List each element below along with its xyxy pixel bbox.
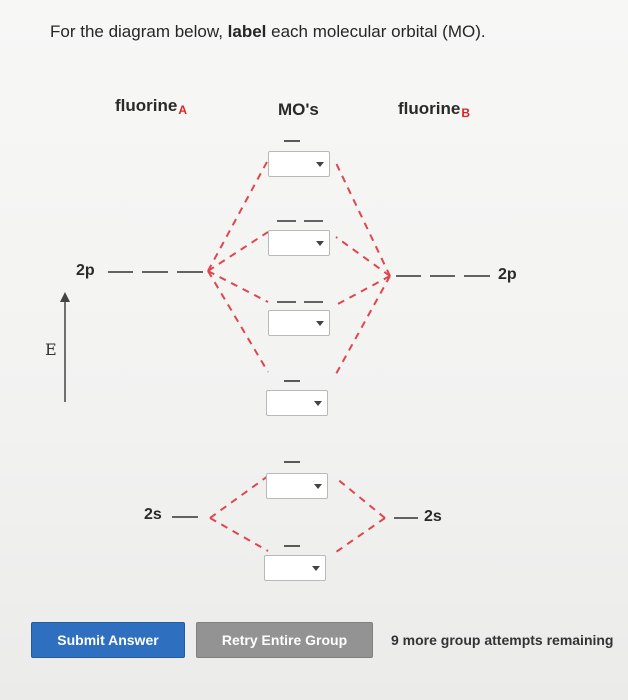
- question-suffix: each molecular orbital (MO).: [271, 22, 486, 41]
- energy-axis-arrow: [60, 292, 70, 402]
- mo-dropdown-2[interactable]: [268, 230, 330, 256]
- atom-b-subscript: B: [461, 106, 471, 120]
- mo-dropdown-5[interactable]: [266, 473, 328, 499]
- attempts-remaining: 9 more group attempts remaining: [391, 632, 614, 648]
- mo-dropdown-4[interactable]: [266, 390, 328, 416]
- atom-a-subscript: A: [178, 103, 188, 117]
- question-bold-word: label: [227, 22, 267, 41]
- question-text: For the diagram below, label each molecu…: [50, 22, 486, 42]
- submit-answer-button[interactable]: Submit Answer: [31, 622, 185, 658]
- atom-b-2p-label: 2p: [498, 266, 517, 283]
- mo-dropdown-6[interactable]: [264, 555, 326, 581]
- correlation-lines: [207, 159, 391, 553]
- atom-a-2s-label: 2s: [144, 506, 162, 523]
- question-prefix: For the diagram below,: [50, 22, 223, 41]
- energy-axis-label: E: [45, 340, 57, 359]
- mo-dropdown-3[interactable]: [268, 310, 330, 336]
- atom-a-header: fluorineA: [115, 96, 187, 117]
- atom-b-2s-label: 2s: [424, 508, 442, 525]
- chevron-down-icon: [316, 162, 324, 167]
- chevron-down-icon: [314, 484, 322, 489]
- mo-dropdown-1[interactable]: [268, 151, 330, 177]
- chevron-down-icon: [316, 321, 324, 326]
- retry-group-button[interactable]: Retry Entire Group: [196, 622, 373, 658]
- mo-levels: [277, 140, 323, 547]
- atom-a-name: fluorine: [115, 96, 178, 115]
- chevron-down-icon: [316, 241, 324, 246]
- chevron-down-icon: [312, 566, 320, 571]
- mos-header: MO's: [278, 100, 319, 119]
- atom-b-header: fluorineB: [398, 99, 470, 120]
- chevron-down-icon: [314, 401, 322, 406]
- atom-b-name: fluorine: [398, 99, 461, 118]
- atom-a-2p-label: 2p: [76, 262, 95, 279]
